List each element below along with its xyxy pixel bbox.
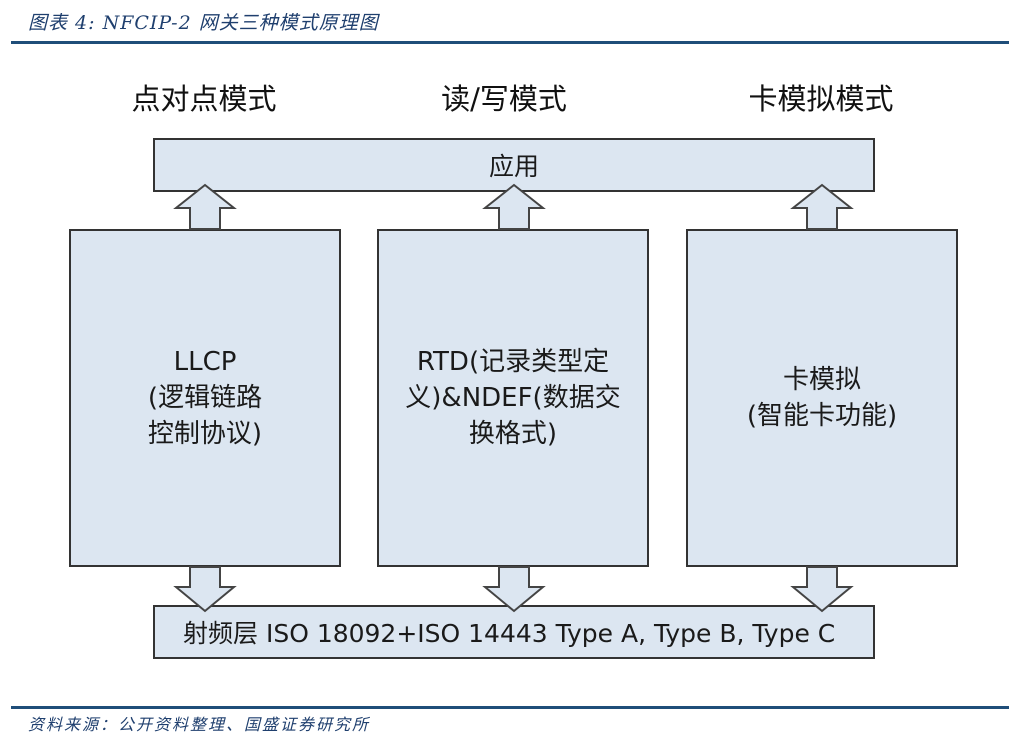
rw-line-3: 换格式) — [468, 419, 558, 449]
read-write-mode-box: RTD(记录类型定 义)&NDEF(数据交 换格式) — [377, 229, 649, 567]
ce-line-1: 卡模拟 — [782, 365, 861, 395]
p2p-mode-box: LLCP (逻辑链路 控制协议) — [69, 229, 341, 567]
p2p-line-1: LLCP — [173, 347, 237, 377]
card-emulation-mode-box: 卡模拟 (智能卡功能) — [686, 229, 958, 567]
rw-line-2: 义)&NDEF(数据交 — [405, 383, 621, 413]
rw-line-1: RTD(记录类型定 — [416, 347, 610, 377]
top-rule — [11, 41, 1009, 44]
figure-caption: 图表 4: NFCIP-2 网关三种模式原理图 — [28, 12, 379, 34]
application-layer-label: 应用 — [488, 152, 539, 181]
rf-layer-label: 射频层 ISO 18092+ISO 14443 Type A, Type B, … — [183, 619, 836, 648]
application-layer-box: 应用 — [153, 138, 875, 192]
source-note: 资料来源：公开资料整理、国盛证券研究所 — [28, 715, 371, 734]
p2p-line-3: 控制协议) — [147, 419, 263, 449]
mode-title-card-emulation: 卡模拟模式 — [748, 82, 894, 116]
mode-title-read-write: 读/写模式 — [441, 82, 567, 116]
p2p-line-2: (逻辑链路 — [147, 383, 263, 413]
ce-line-2: (智能卡功能) — [746, 401, 898, 431]
rf-layer-box: 射频层 ISO 18092+ISO 14443 Type A, Type B, … — [153, 605, 875, 659]
mode-title-p2p: 点对点模式 — [131, 82, 277, 116]
bottom-rule — [11, 706, 1009, 709]
